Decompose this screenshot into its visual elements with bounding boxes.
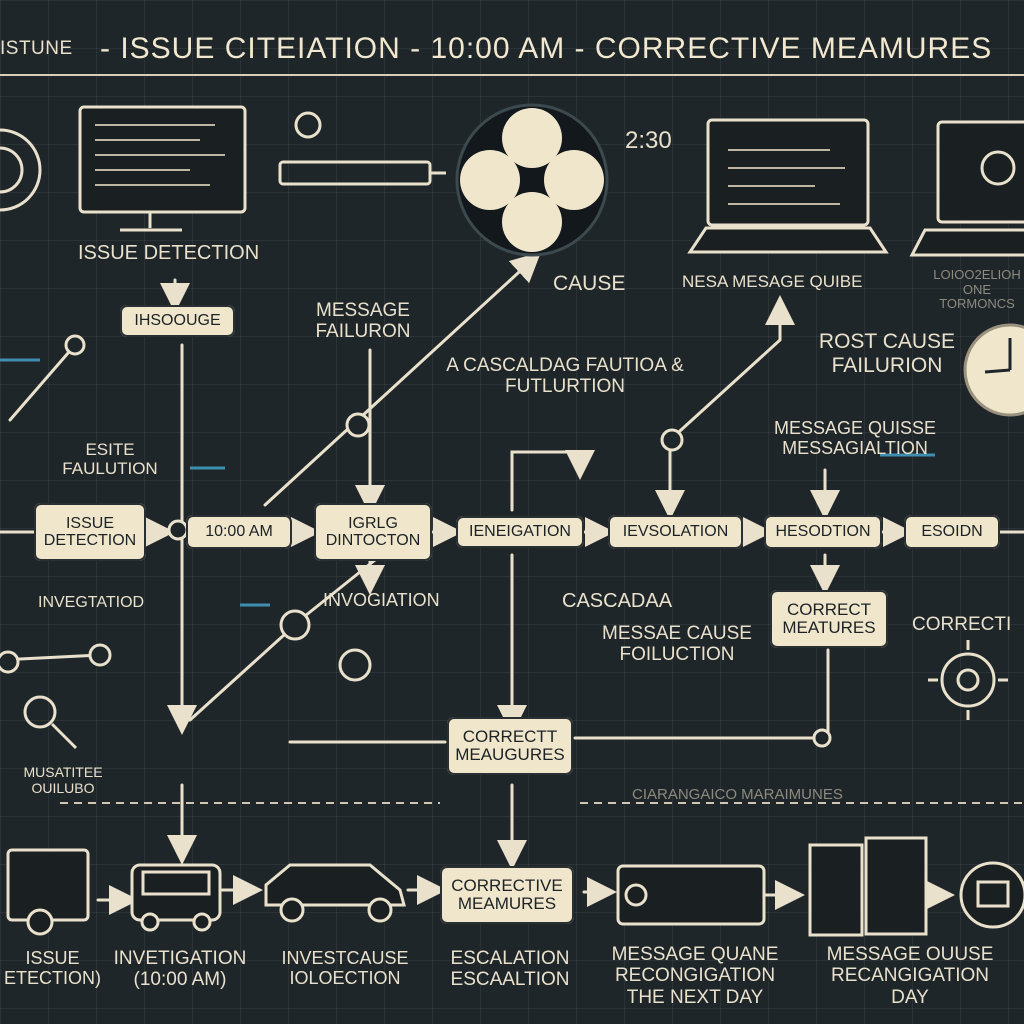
bottom-label-message-ouuse: MESSAGE OUUSE RECANGIGATION DAY	[826, 944, 994, 1008]
message-cause-label: MESSAE CAUSE FOILUCTION	[602, 623, 752, 666]
cascade-label: A CASCALDAG FAUTIOA & FUTLURTION	[446, 355, 684, 398]
elbow-arrow-1	[510, 450, 595, 512]
bottom-label-escalation: ESCALATION ESCAALTION	[450, 948, 570, 991]
invogiation-label: INVOGIATION	[323, 590, 440, 610]
node-circle	[279, 609, 311, 641]
laptop-icon	[687, 118, 889, 254]
diagonal-1	[188, 623, 297, 722]
investigated-label: INVEGTATIOD	[38, 594, 145, 611]
corrective-measures-box-bottom: CORRECTIVE MEAMURES	[440, 866, 574, 924]
magnifier-icon	[23, 695, 78, 750]
issue-detection-label: ISSUE DETECTION	[78, 242, 260, 264]
node-circle	[345, 412, 371, 438]
corrective-measures-box-center: CORRECTT MEAUGURES	[447, 717, 573, 775]
bottom-label-investcause: INVESTCAUSE IOLOECTION	[281, 948, 409, 989]
node-circle	[88, 643, 112, 667]
ihsoouge-box: IHSOOUGE	[120, 305, 235, 337]
document-stack-icon	[808, 836, 928, 937]
diagonal-queue	[668, 295, 795, 442]
header-bar: ISTUNE - ISSUE CITEIATION - 10:00 AM - C…	[0, 26, 1024, 76]
node-circle	[0, 650, 20, 674]
process-box-ieneigation: IENEIGATION	[456, 516, 584, 548]
header-prefix: ISTUNE	[0, 38, 73, 59]
node-circle	[812, 728, 832, 748]
process-box-issue-detection: ISSUE DETECTION	[34, 503, 146, 561]
queue-box-icon	[616, 864, 766, 926]
bottom-label-issue: ISSUE ETECTION)	[4, 948, 101, 989]
process-box-esoidn: ESOIDN	[904, 515, 1000, 549]
page-title: - ISSUE CITEIATION - 10:00 AM - CORRECTI…	[100, 32, 993, 65]
cause-label: CAUSE	[553, 272, 626, 295]
node-circle	[660, 428, 684, 452]
time-label: 2:30	[625, 127, 672, 154]
bottom-label-investigation: INVETIGATION (10:00 AM)	[113, 948, 247, 991]
diagonal-2	[298, 558, 377, 622]
mid-caption: CIARANGAICO MARAIMUNES	[632, 786, 843, 803]
car-icon	[264, 863, 406, 923]
node-circle	[64, 334, 86, 356]
diagonal-cause	[263, 251, 542, 507]
message-failure-label: MESSAGE FAILURON	[315, 300, 411, 343]
process-box-dintoction: IGRLG DINTOCTON	[314, 503, 432, 561]
laptop-icon-right	[909, 120, 1024, 257]
process-box-time: 10:00 AM	[186, 515, 292, 549]
progress-bar-icon	[278, 160, 446, 186]
target-icon	[0, 128, 42, 212]
message-queue-label: NESA MESAGE QUIBE	[682, 272, 863, 291]
node-circle	[167, 519, 189, 541]
diagonal-left	[8, 343, 77, 422]
van-icon	[130, 863, 222, 932]
process-box-ievsolation: IEVSOLATION	[608, 515, 743, 549]
node-circle	[294, 111, 322, 139]
node-circle	[338, 648, 372, 682]
truck-icon	[6, 848, 90, 936]
display-icon	[959, 861, 1024, 929]
root-cause-label: ROST CAUSE FAILURION	[818, 330, 956, 377]
gear-icon	[928, 640, 1008, 720]
central-emblem-icon	[455, 103, 609, 257]
musatitee-label: MUSATITEE OUILUBO	[23, 764, 103, 796]
process-box-hesodtion: HESODTION	[764, 515, 882, 549]
cascadaa-label: CASCADAA	[562, 590, 673, 612]
message-quise-label: MESSAGE QUISSE MESSAGIALTION	[773, 418, 937, 459]
corrective-right-label: CORRECTI	[912, 614, 1012, 635]
right-caption: LOIOO2ELIOH ONE TORMONCS	[933, 267, 1021, 312]
state-failure-label: ESITE FAULUTION	[62, 440, 158, 479]
bottom-label-message-quane: MESSAGE QUANE RECONGIGATION THE NEXT DAY	[611, 944, 779, 1008]
corrective-measures-box-right: CORRECT MEATURES	[770, 590, 888, 648]
clock-icon	[963, 323, 1024, 417]
